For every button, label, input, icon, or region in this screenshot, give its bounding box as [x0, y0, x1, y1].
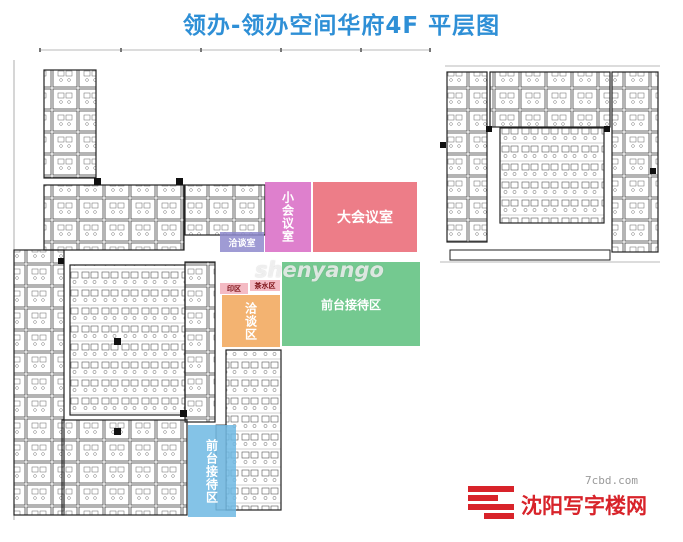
front-desk-side-label: 前台接待区: [204, 438, 219, 504]
front-desk-side-zone: 前台接待区: [188, 425, 236, 517]
negotiation-room-zone: 洽谈室: [220, 232, 264, 252]
water-area-label: 茶水区: [254, 281, 276, 290]
print-area-label: 印区: [227, 284, 241, 293]
logo-text: 沈阳写字楼网: [521, 494, 647, 518]
small-meeting-room-label: 小会议室: [280, 191, 295, 243]
watermark-text: shenyango: [255, 258, 384, 282]
water-area-zone: 茶水区: [250, 280, 280, 291]
negotiation-room-label: 洽谈室: [228, 238, 256, 249]
big-meeting-room-zone: 大会议室: [313, 182, 417, 252]
print-area-zone: 印区: [220, 283, 248, 294]
negotiation-area-label: 洽谈区: [243, 301, 258, 341]
shenyang-xiezilou-logo-icon: [466, 484, 516, 520]
corner-site-text: 7cbd.com: [585, 474, 638, 487]
big-meeting-room-label: 大会议室: [337, 210, 393, 226]
front-desk-main-label: 前台接待区: [320, 297, 381, 312]
small-meeting-room-zone: 小会议室: [265, 182, 311, 252]
front-desk-main-zone: 前台接待区: [282, 262, 420, 346]
negotiation-area-zone: 洽谈区: [222, 295, 280, 347]
page-title: 领办-领办空间华府4F 平层图: [182, 13, 501, 39]
